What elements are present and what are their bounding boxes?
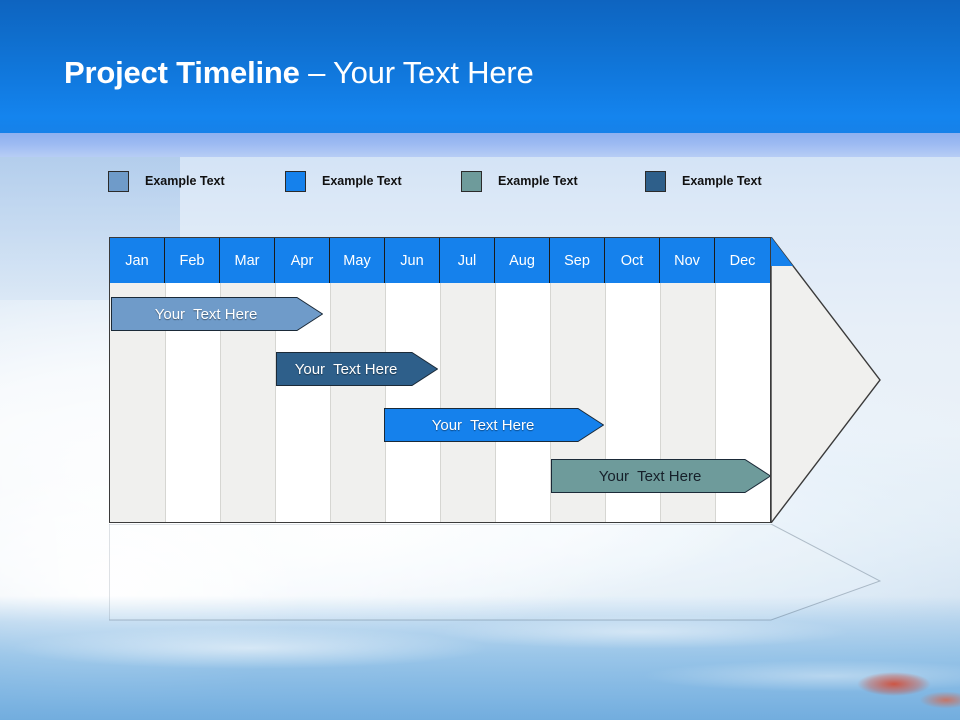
- task-bar-1[interactable]: Your Text Here: [111, 297, 323, 331]
- legend-item-4[interactable]: Example Text: [645, 168, 762, 194]
- month-header-jun[interactable]: Jun: [385, 238, 440, 283]
- page-title-bold: Project Timeline: [64, 55, 300, 90]
- month-header-apr[interactable]: Apr: [275, 238, 330, 283]
- column-divider: [660, 238, 661, 522]
- background-red-accent: [850, 662, 960, 720]
- column-divider: [275, 238, 276, 522]
- month-header-oct[interactable]: Oct: [605, 238, 660, 283]
- column-divider: [495, 238, 496, 522]
- column-divider: [550, 238, 551, 522]
- column-divider: [715, 238, 716, 522]
- task-bar-4[interactable]: Your Text Here: [551, 459, 770, 493]
- column-divider: [605, 238, 606, 522]
- month-header-jan[interactable]: Jan: [110, 238, 165, 283]
- month-header-dec[interactable]: Dec: [715, 238, 770, 283]
- month-header-nov[interactable]: Nov: [660, 238, 715, 283]
- legend-swatch-4: [645, 170, 666, 192]
- header-accent-strip: [0, 133, 960, 157]
- month-column-mar: [220, 238, 275, 522]
- legend-swatch-1: [108, 170, 129, 192]
- column-divider: [220, 238, 221, 522]
- legend-item-1[interactable]: Example Text: [108, 168, 225, 194]
- header-banner: [0, 0, 960, 133]
- legend-label-2: Example Text: [322, 174, 402, 188]
- background-water-highlight: [0, 612, 960, 720]
- legend-label-1: Example Text: [145, 174, 225, 188]
- column-divider: [440, 238, 441, 522]
- legend-item-3[interactable]: Example Text: [461, 168, 578, 194]
- legend-item-2[interactable]: Example Text: [285, 168, 402, 194]
- month-header-jul[interactable]: Jul: [440, 238, 495, 283]
- task-bar-3[interactable]: Your Text Here: [384, 408, 604, 442]
- month-column-feb: [165, 238, 220, 522]
- month-column-jul: [440, 238, 495, 522]
- legend-swatch-2: [285, 170, 306, 192]
- legend-label-4: Example Text: [682, 174, 762, 188]
- legend: Example Text Example Text Example Text E…: [0, 168, 960, 196]
- month-column-aug: [495, 238, 550, 522]
- month-header-feb[interactable]: Feb: [165, 238, 220, 283]
- month-column-jan: [110, 238, 165, 522]
- page-title-light: – Your Text Here: [299, 55, 534, 90]
- month-header-mar[interactable]: Mar: [220, 238, 275, 283]
- task-bar-2[interactable]: Your Text Here: [276, 352, 438, 386]
- month-header-may[interactable]: May: [330, 238, 385, 283]
- month-header-sep[interactable]: Sep: [550, 238, 605, 283]
- legend-swatch-3: [461, 170, 482, 192]
- column-divider: [165, 238, 166, 522]
- timeline-arrow-head: [771, 237, 881, 523]
- page-title: Project Timeline – Your Text Here: [64, 57, 534, 88]
- month-header-aug[interactable]: Aug: [495, 238, 550, 283]
- legend-label-3: Example Text: [498, 174, 578, 188]
